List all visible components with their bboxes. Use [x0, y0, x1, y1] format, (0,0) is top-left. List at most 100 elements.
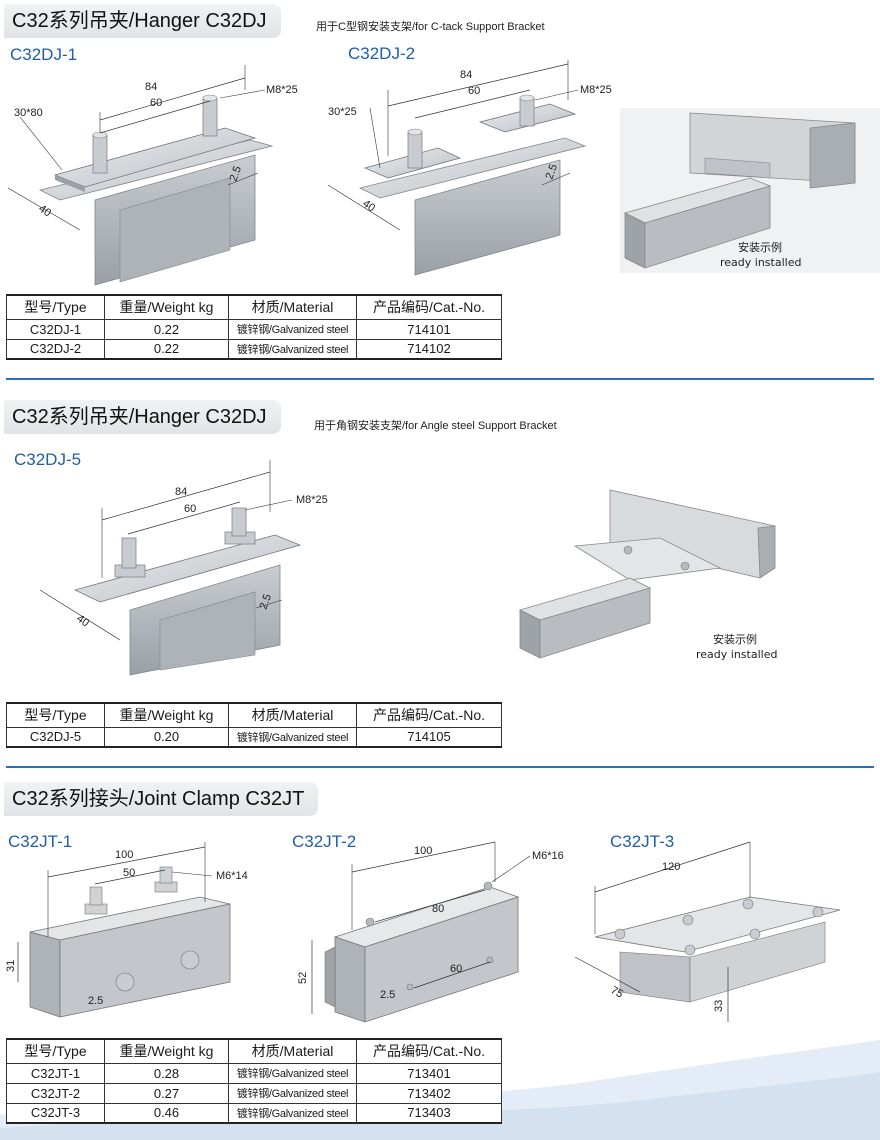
- dim-spacing: 60: [150, 97, 162, 109]
- cell-type: C32DJ-5: [6, 726, 105, 748]
- model-label-c32dj-1: C32DJ-1: [10, 45, 78, 64]
- model-label-c32jt-2: C32JT-2: [292, 832, 357, 851]
- cell-weight: 0.46: [104, 1102, 229, 1124]
- header-material: 材质/Material: [228, 294, 357, 320]
- dim-thickness: 2.5: [228, 165, 245, 183]
- cell-cat-no: 714102: [356, 338, 502, 360]
- header-type: 型号/Type: [6, 1038, 105, 1064]
- dim-bolt: M6*16: [532, 850, 564, 862]
- dim-length: 100: [414, 845, 432, 857]
- spec-table-c32dj-angle: 型号/Type 重量/Weight kg 材质/Material 产品编码/Ca…: [6, 702, 502, 748]
- cell-cat-no: 713402: [356, 1082, 502, 1104]
- installed-example-c-type: 安装示例 ready installed: [620, 108, 880, 273]
- dim-plate: 30*25: [328, 106, 357, 118]
- model-label-c32dj-5: C32DJ-5: [14, 450, 82, 469]
- drawing-c32jt-2: 100 80 60 M6*16 52 2.5: [290, 841, 590, 1027]
- table-row: C32JT-3 0.46 镀锌钢/Galvanized steel 713403: [6, 1102, 502, 1124]
- header-weight: 重量/Weight kg: [104, 702, 229, 728]
- cell-material: 镀锌钢/Galvanized steel: [228, 318, 357, 340]
- dim-length: 84: [175, 486, 187, 498]
- header-weight: 重量/Weight kg: [104, 294, 229, 320]
- header-cat-no: 产品编码/Cat.-No.: [356, 1038, 502, 1064]
- cell-type: C32DJ-1: [6, 318, 105, 340]
- dim-thickness: 2.5: [88, 995, 103, 1007]
- dim-spacing: 50: [123, 867, 135, 879]
- drawing-c32jt-3: 120 75 33: [570, 841, 860, 1027]
- drawing-c32dj-2: 84 60 30*25 40 2.5 M8*25: [320, 60, 620, 280]
- table-row: C32JT-2 0.27 镀锌钢/Galvanized steel 713402: [6, 1082, 502, 1104]
- cell-cat-no: 713403: [356, 1102, 502, 1124]
- header-weight: 重量/Weight kg: [104, 1038, 229, 1064]
- drawing-c32jt-1: 100 50 M6*14 31 2.5: [0, 842, 280, 1027]
- table-row: C32JT-1 0.28 镀锌钢/Galvanized steel 713401: [6, 1062, 502, 1084]
- dim-length: 84: [145, 81, 157, 93]
- model-label-c32jt-3: C32JT-3: [610, 832, 675, 851]
- installed-caption-en: ready installed: [696, 648, 777, 661]
- section-note-angle: 用于角钢安装支架/for Angle steel Support Bracket: [314, 420, 557, 432]
- section-title-hanger-angle: C32系列吊夹/Hanger C32DJ: [4, 400, 281, 434]
- dim-width: 40: [74, 613, 91, 630]
- header-material: 材质/Material: [228, 1038, 357, 1064]
- dim-thickness: 2.5: [258, 593, 275, 611]
- dim-plate: 30*80: [14, 107, 43, 119]
- dim-height: 33: [713, 1000, 725, 1012]
- cell-material: 镀锌钢/Galvanized steel: [228, 1062, 357, 1084]
- header-cat-no: 产品编码/Cat.-No.: [356, 702, 502, 728]
- cell-cat-no: 713401: [356, 1062, 502, 1084]
- dim-spacing: 60: [468, 85, 480, 97]
- installed-example-angle: 安装示例 ready installed: [510, 488, 790, 668]
- cell-material: 镀锌钢/Galvanized steel: [228, 1102, 357, 1124]
- spec-table-c32dj-c-type: 型号/Type 重量/Weight kg 材质/Material 产品编码/Ca…: [6, 294, 502, 360]
- dim-bolt: M8*25: [580, 84, 612, 96]
- dim-width: 75: [609, 984, 626, 1001]
- dim-bolt: M6*14: [216, 870, 248, 882]
- table-row: C32DJ-5 0.20 镀锌钢/Galvanized steel 714105: [6, 726, 502, 748]
- section-title-joint-clamp: C32系列接头/Joint Clamp C32JT: [4, 782, 319, 816]
- dim-bolt: M8*25: [296, 494, 328, 506]
- section-divider: [6, 378, 874, 380]
- dim-spacing: 80: [432, 903, 444, 915]
- dim-length: 100: [115, 849, 133, 861]
- header-type: 型号/Type: [6, 294, 105, 320]
- model-label-c32dj-2: C32DJ-2: [348, 44, 416, 63]
- cell-material: 镀锌钢/Galvanized steel: [228, 1082, 357, 1104]
- dim-height: 31: [5, 960, 17, 972]
- cell-weight: 0.22: [104, 338, 229, 360]
- table-row: C32DJ-2 0.22 镀锌钢/Galvanized steel 714102: [6, 338, 502, 360]
- table-row: C32DJ-1 0.22 镀锌钢/Galvanized steel 714101: [6, 318, 502, 340]
- cell-weight: 0.27: [104, 1082, 229, 1104]
- cell-weight: 0.28: [104, 1062, 229, 1084]
- cell-type: C32DJ-2: [6, 338, 105, 360]
- cell-weight: 0.22: [104, 318, 229, 340]
- section-divider: [6, 766, 874, 768]
- header-cat-no: 产品编码/Cat.-No.: [356, 294, 502, 320]
- dim-spacing: 60: [184, 503, 196, 515]
- cell-material: 镀锌钢/Galvanized steel: [228, 338, 357, 360]
- installed-caption-cn: 安装示例: [713, 632, 757, 646]
- cell-type: C32JT-1: [6, 1062, 105, 1084]
- section-title-hanger-c-type: C32系列吊夹/Hanger C32DJ: [4, 4, 281, 38]
- cell-weight: 0.20: [104, 726, 229, 748]
- model-label-c32jt-1: C32JT-1: [8, 832, 73, 851]
- section-note-c-type: 用于C型钢安装支架/for C-tack Support Bracket: [316, 21, 545, 33]
- dim-width: 40: [360, 198, 377, 215]
- header-material: 材质/Material: [228, 702, 357, 728]
- dim-height: 52: [297, 972, 309, 984]
- dim-length: 84: [460, 69, 472, 81]
- installed-caption-cn: 安装示例: [738, 240, 782, 254]
- dim-spacing-lower: 60: [450, 963, 462, 975]
- drawing-c32dj-1: 84 60 30*80 40 2.5 M8*25: [0, 60, 320, 286]
- drawing-c32dj-5: 84 60 40 2.5 M8*25: [20, 460, 350, 680]
- installed-caption-en: ready installed: [720, 256, 801, 269]
- dim-length: 120: [662, 861, 680, 873]
- cell-cat-no: 714101: [356, 318, 502, 340]
- cell-material: 镀锌钢/Galvanized steel: [228, 726, 357, 748]
- cell-cat-no: 714105: [356, 726, 502, 748]
- dim-bolt: M8*25: [266, 84, 298, 96]
- dim-thickness: 2.5: [380, 989, 395, 1001]
- cell-type: C32JT-2: [6, 1082, 105, 1104]
- dim-width: 40: [36, 203, 53, 220]
- spec-table-c32jt: 型号/Type 重量/Weight kg 材质/Material 产品编码/Ca…: [6, 1038, 502, 1124]
- header-type: 型号/Type: [6, 702, 105, 728]
- dim-thickness: 2.5: [544, 163, 561, 181]
